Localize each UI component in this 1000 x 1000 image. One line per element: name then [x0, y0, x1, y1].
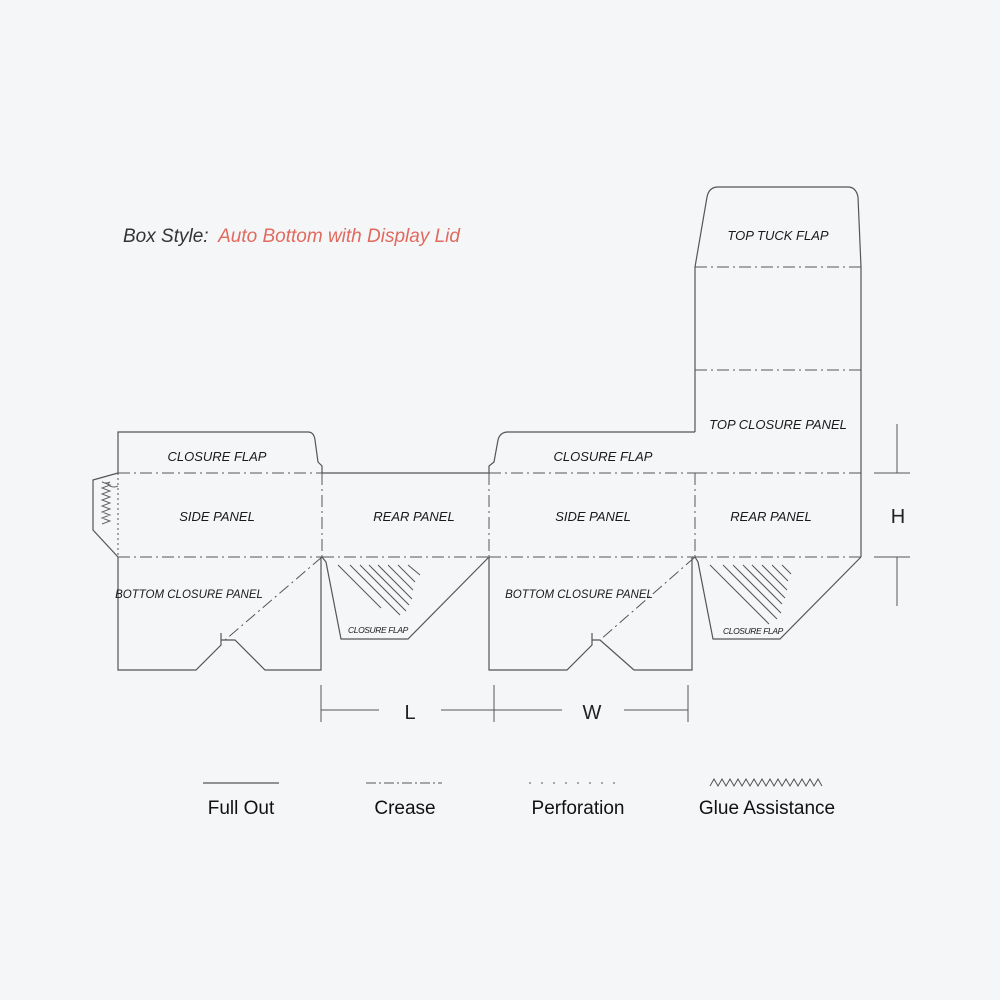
panel-label: REAR PANEL	[373, 509, 454, 524]
panel-label: REAR PANEL	[730, 509, 811, 524]
panel-label: TOP CLOSURE PANEL	[709, 417, 847, 432]
legend-item-perforation: Perforation	[529, 782, 625, 819]
box-style-prefix: Box Style:	[123, 226, 209, 247]
legend: Full Out Crease Perforation Glue Assista…	[203, 777, 835, 819]
legend-label: Glue Assistance	[699, 798, 835, 819]
panel-label: CLOSURE FLAP	[168, 449, 267, 464]
dimension-markers: L W H	[320, 424, 910, 724]
right-bottom-closure-outline	[488, 557, 693, 671]
panel-label: CLOSURE FLAP	[554, 449, 653, 464]
glue-assistance-line-sample	[709, 777, 823, 788]
legend-item-glue-assistance: Glue Assistance	[699, 777, 835, 819]
hatch-pattern	[337, 564, 421, 616]
left-side-section: CLOSURE FLAP SIDE PANEL BOTTOM CLOSURE P…	[92, 431, 323, 671]
rear-panel-2-section: CLOSURE FLAP TOP TUCK FLAP TOP CLOSURE P…	[694, 186, 862, 640]
height-dimension-label: H	[891, 506, 905, 528]
box-style-value: Auto Bottom with Display Lid	[217, 226, 461, 247]
panel-label: BOTTOM CLOSURE PANEL	[505, 589, 653, 601]
top-lid-outline	[694, 186, 862, 557]
legend-label: Crease	[374, 798, 435, 819]
legend-label: Full Out	[208, 798, 275, 819]
legend-item-full-out: Full Out	[203, 782, 279, 819]
width-dimension-label: W	[583, 702, 602, 724]
panel-label: TOP TUCK FLAP	[727, 228, 828, 243]
left-bottom-closure-outline	[117, 557, 322, 671]
right-closure-flap-outline	[488, 431, 695, 473]
panel-label: SIDE PANEL	[179, 509, 255, 524]
legend-item-crease: Crease	[366, 782, 442, 819]
panel-label: CLOSURE FLAP	[723, 626, 784, 636]
rear-closure-flap-2-outline	[694, 556, 862, 640]
glue-assistance-zigzag	[100, 481, 119, 525]
panel-label: SIDE PANEL	[555, 509, 631, 524]
left-closure-flap-outline	[117, 431, 323, 473]
hatch-pattern	[709, 564, 792, 625]
right-side-section: CLOSURE FLAP SIDE PANEL BOTTOM CLOSURE P…	[488, 431, 696, 671]
rear-closure-flap-outline	[321, 556, 490, 640]
panel-label: CLOSURE FLAP	[348, 625, 409, 635]
panel-label: BOTTOM CLOSURE PANEL	[115, 589, 263, 601]
rear-panel-1-section: CLOSURE FLAP REAR PANEL	[321, 472, 490, 640]
box-style-title: Box Style: Auto Bottom with Display Lid	[123, 226, 461, 247]
diagonal-crease	[599, 556, 696, 641]
legend-label: Perforation	[532, 798, 625, 819]
glue-flap-outline	[92, 472, 119, 558]
length-dimension-label: L	[404, 702, 415, 724]
